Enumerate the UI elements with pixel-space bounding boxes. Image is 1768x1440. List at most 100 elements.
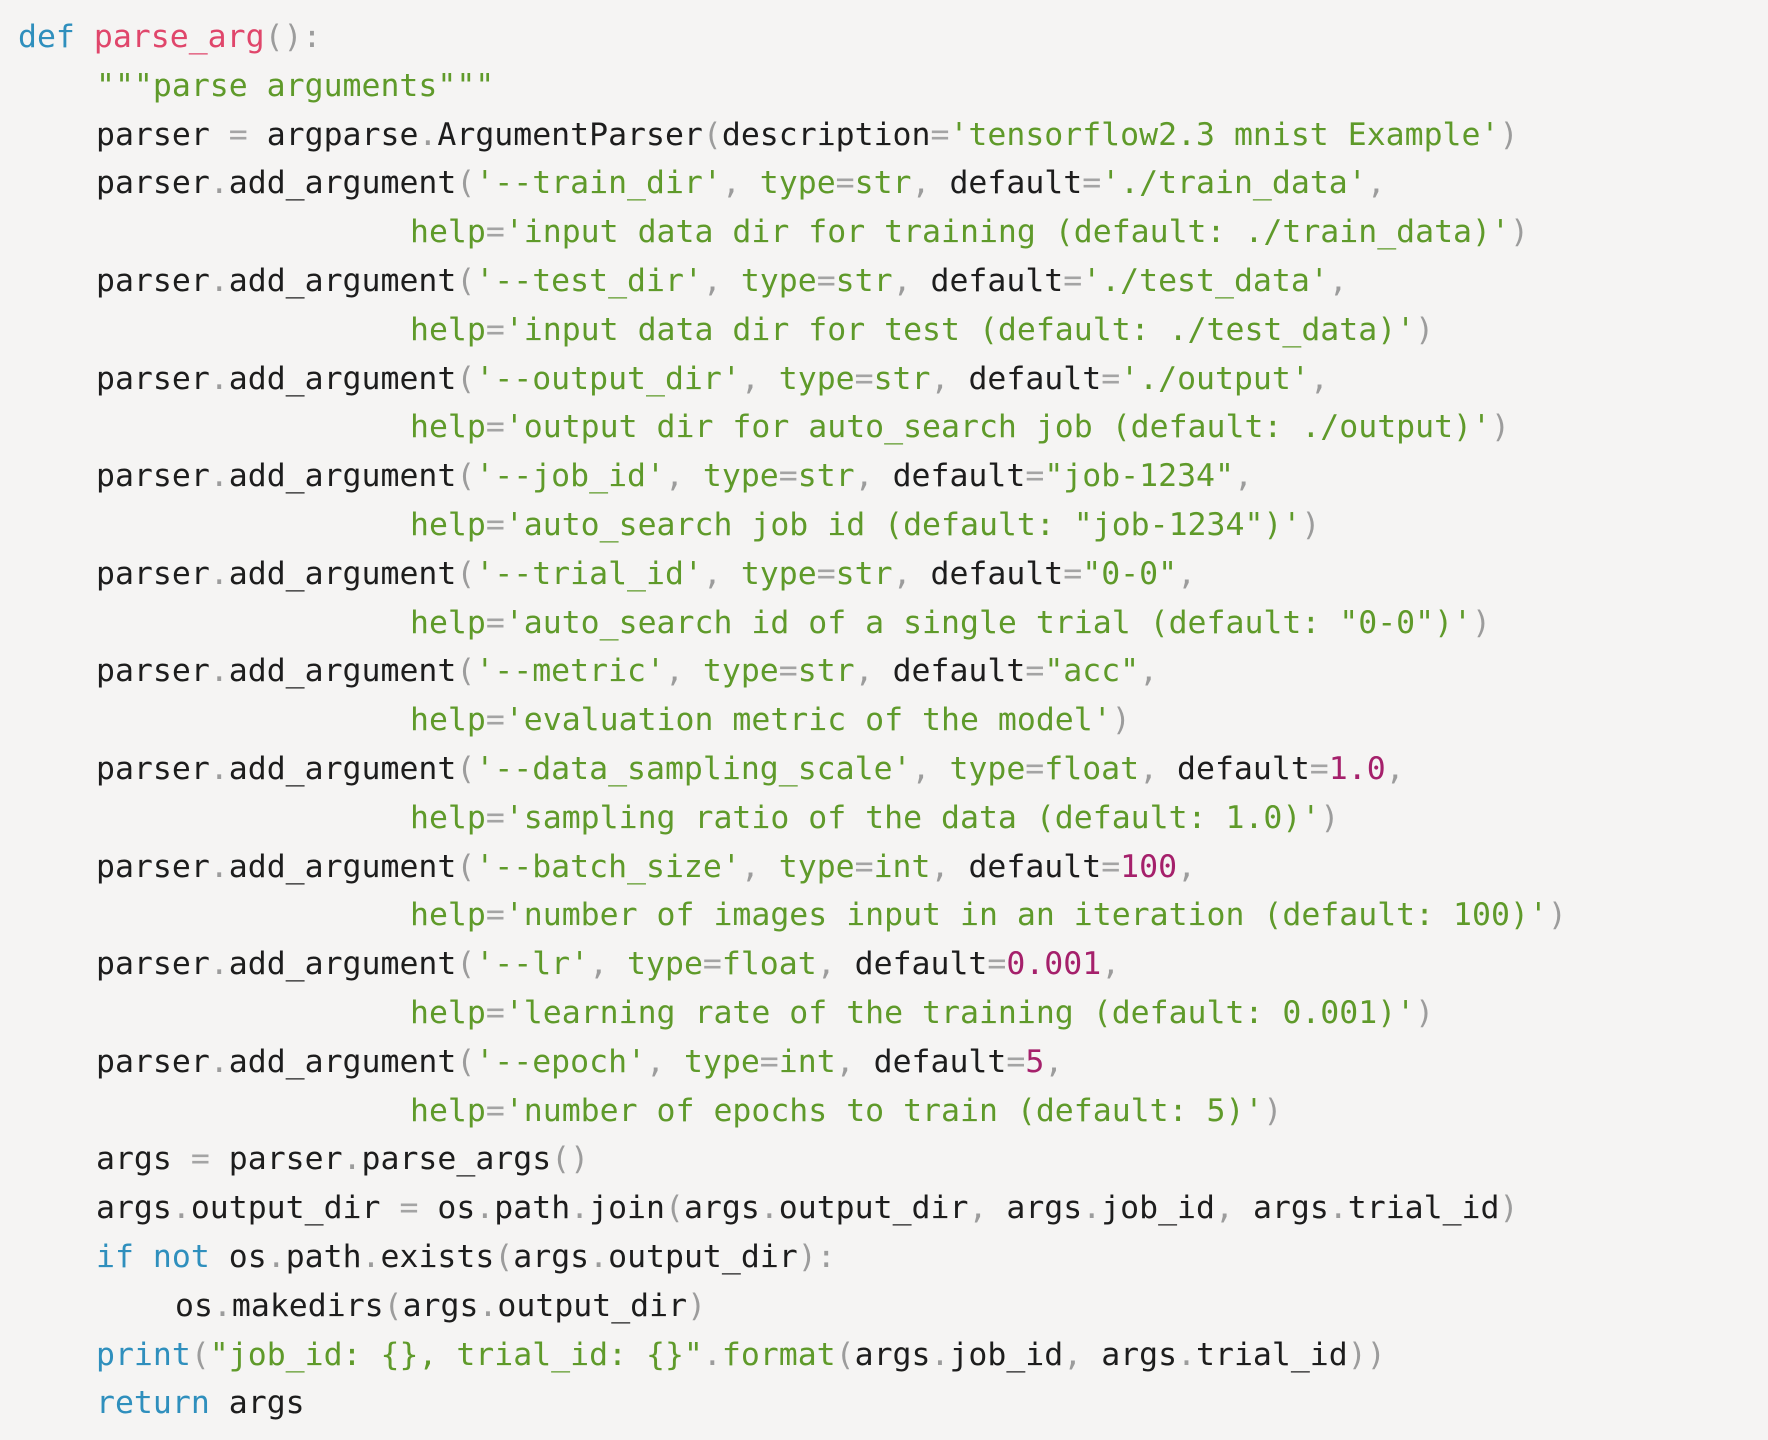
code-token-punctuation: , — [968, 1190, 1007, 1227]
code-token-plain: add_argument — [228, 1043, 457, 1080]
code-token-string: type — [740, 555, 817, 592]
code-token-operator: = — [1025, 458, 1045, 495]
code-token-punctuation: ( — [456, 263, 476, 299]
code-token-operator: = — [228, 116, 248, 153]
code-token-string: type — [702, 653, 779, 690]
code-token-string: help — [410, 409, 486, 446]
code-token-operator: = — [1063, 263, 1083, 299]
code-token-operator: = — [1063, 555, 1083, 592]
code-token-punctuation: ): — [797, 1239, 836, 1275]
code-token-operator: = — [778, 458, 798, 495]
code-token-keyword: if — [96, 1239, 134, 1275]
code-line: parser.add_argument('--job_id', type=str… — [0, 452, 1768, 500]
code-token-string: type — [759, 165, 836, 202]
code-token-plain: args — [854, 1336, 931, 1373]
code-token-string: help — [410, 995, 486, 1031]
code-line: help='number of images input in an itera… — [0, 891, 1768, 939]
code-token-punctuation: ( — [456, 165, 476, 202]
code-token-punctuation: , — [1139, 751, 1178, 787]
code-token-plain: default — [854, 946, 988, 983]
code-token-punctuation: , — [1233, 458, 1253, 495]
code-token-operator: = — [702, 946, 722, 983]
code-token-punctuation: , — [854, 653, 893, 690]
code-token-punctuation: . — [209, 555, 229, 592]
code-token-punctuation: . — [1177, 1336, 1197, 1373]
code-line: def parse_arg(): — [0, 13, 1768, 61]
code-token-operator: = — [399, 1190, 419, 1227]
code-token-operator: = — [485, 409, 505, 446]
code-token-punctuation: , — [892, 555, 931, 592]
code-token-string: type — [683, 1043, 760, 1080]
code-token-plain: add_argument — [228, 165, 457, 202]
code-token-keyword: def — [18, 19, 75, 55]
code-line: parser.add_argument('--train_dir', type=… — [0, 159, 1768, 207]
code-token-punctuation: , — [664, 653, 703, 690]
code-token-punctuation: ( — [835, 1336, 855, 1373]
code-token-punctuation: . — [570, 1190, 590, 1227]
code-line: help='auto_search id of a single trial (… — [0, 599, 1768, 647]
code-token-punctuation: ( — [383, 1287, 403, 1324]
code-token-operator: = — [835, 165, 855, 202]
code-token-punctuation: . — [1082, 1190, 1102, 1227]
code-token-string: 'learning rate of the training (default:… — [504, 995, 1416, 1031]
code-token-operator: = — [485, 995, 505, 1031]
code-token-string: '--batch_size' — [475, 848, 741, 885]
code-token-function-name: parse_arg — [93, 19, 265, 55]
code-token-punctuation: ( — [456, 653, 476, 690]
code-token-punctuation: . — [171, 1190, 191, 1227]
code-line: parser.add_argument('--metric', type=str… — [0, 647, 1768, 695]
code-token-plain: add_argument — [228, 751, 457, 787]
code-line: parser.add_argument('--data_sampling_sca… — [0, 745, 1768, 793]
code-line: parser.add_argument('--batch_size', type… — [0, 843, 1768, 891]
code-token-operator: = — [485, 799, 505, 836]
code-token-punctuation: ) — [1263, 1092, 1283, 1129]
code-token-string: help — [410, 214, 486, 251]
code-token-operator: = — [1309, 751, 1329, 787]
code-token-plain: parser — [96, 1043, 210, 1080]
code-token-plain: default — [873, 1043, 1007, 1080]
code-token-number: 0.001 — [1006, 946, 1102, 983]
code-token-number: 1.0 — [1328, 751, 1386, 787]
code-line: parser.add_argument('--output_dir', type… — [0, 355, 1768, 403]
code-token-string: help — [410, 897, 486, 934]
code-token-punctuation: . — [478, 1287, 498, 1324]
code-token-string: str — [854, 165, 912, 202]
code-line: parser.add_argument('--lr', type=float, … — [0, 940, 1768, 988]
code-token-string: '--job_id' — [475, 458, 665, 495]
code-token-punctuation: ) — [1491, 409, 1510, 446]
code-token-punctuation: ) — [1320, 799, 1340, 836]
code-token-string: '--test_dir' — [475, 263, 703, 299]
code-token-plain: add_argument — [228, 458, 457, 495]
code-token-plain: add_argument — [228, 360, 457, 397]
code-token-string: float — [1044, 751, 1140, 787]
code-line: help='sampling ratio of the data (defaul… — [0, 794, 1768, 842]
code-token-punctuation: ) — [1111, 702, 1131, 739]
code-token-punctuation: . — [209, 165, 229, 202]
code-token-punctuation: . — [209, 751, 229, 787]
code-token-plain: parser — [96, 116, 229, 153]
code-token-punctuation: ( — [456, 751, 476, 787]
code-token-punctuation: ) — [1415, 311, 1435, 348]
code-token-string: 'auto_search job id (default: "job-1234"… — [504, 507, 1302, 543]
code-line: print("job_id: {}, trial_id: {}".format(… — [0, 1331, 1768, 1379]
code-token-plain: output_dir — [608, 1239, 798, 1275]
code-token-plain: makedirs — [231, 1287, 384, 1324]
code-token-punctuation: , — [740, 848, 779, 885]
code-token-string: '--trial_id' — [475, 555, 703, 592]
code-token-plain: add_argument — [228, 653, 457, 690]
code-token-string: '--output_dir' — [475, 360, 741, 397]
code-token-punctuation: . — [1328, 1190, 1348, 1227]
code-token-operator: = — [1025, 751, 1045, 787]
code-line: return args — [0, 1379, 1768, 1427]
code-token-operator: = — [854, 360, 874, 397]
code-token-plain: default — [930, 555, 1064, 592]
code-token-punctuation: , — [1366, 165, 1386, 202]
code-line: help='learning rate of the training (def… — [0, 989, 1768, 1037]
code-token-string: 'auto_search id of a single trial (defau… — [504, 604, 1473, 641]
code-token-plain: add_argument — [228, 946, 457, 983]
code-token-plain: parser — [96, 848, 210, 885]
code-token-string: help — [410, 311, 486, 348]
code-token-punctuation: . — [475, 1190, 495, 1227]
code-token-punctuation: ( — [456, 360, 476, 397]
code-token-punctuation: , — [702, 263, 741, 299]
